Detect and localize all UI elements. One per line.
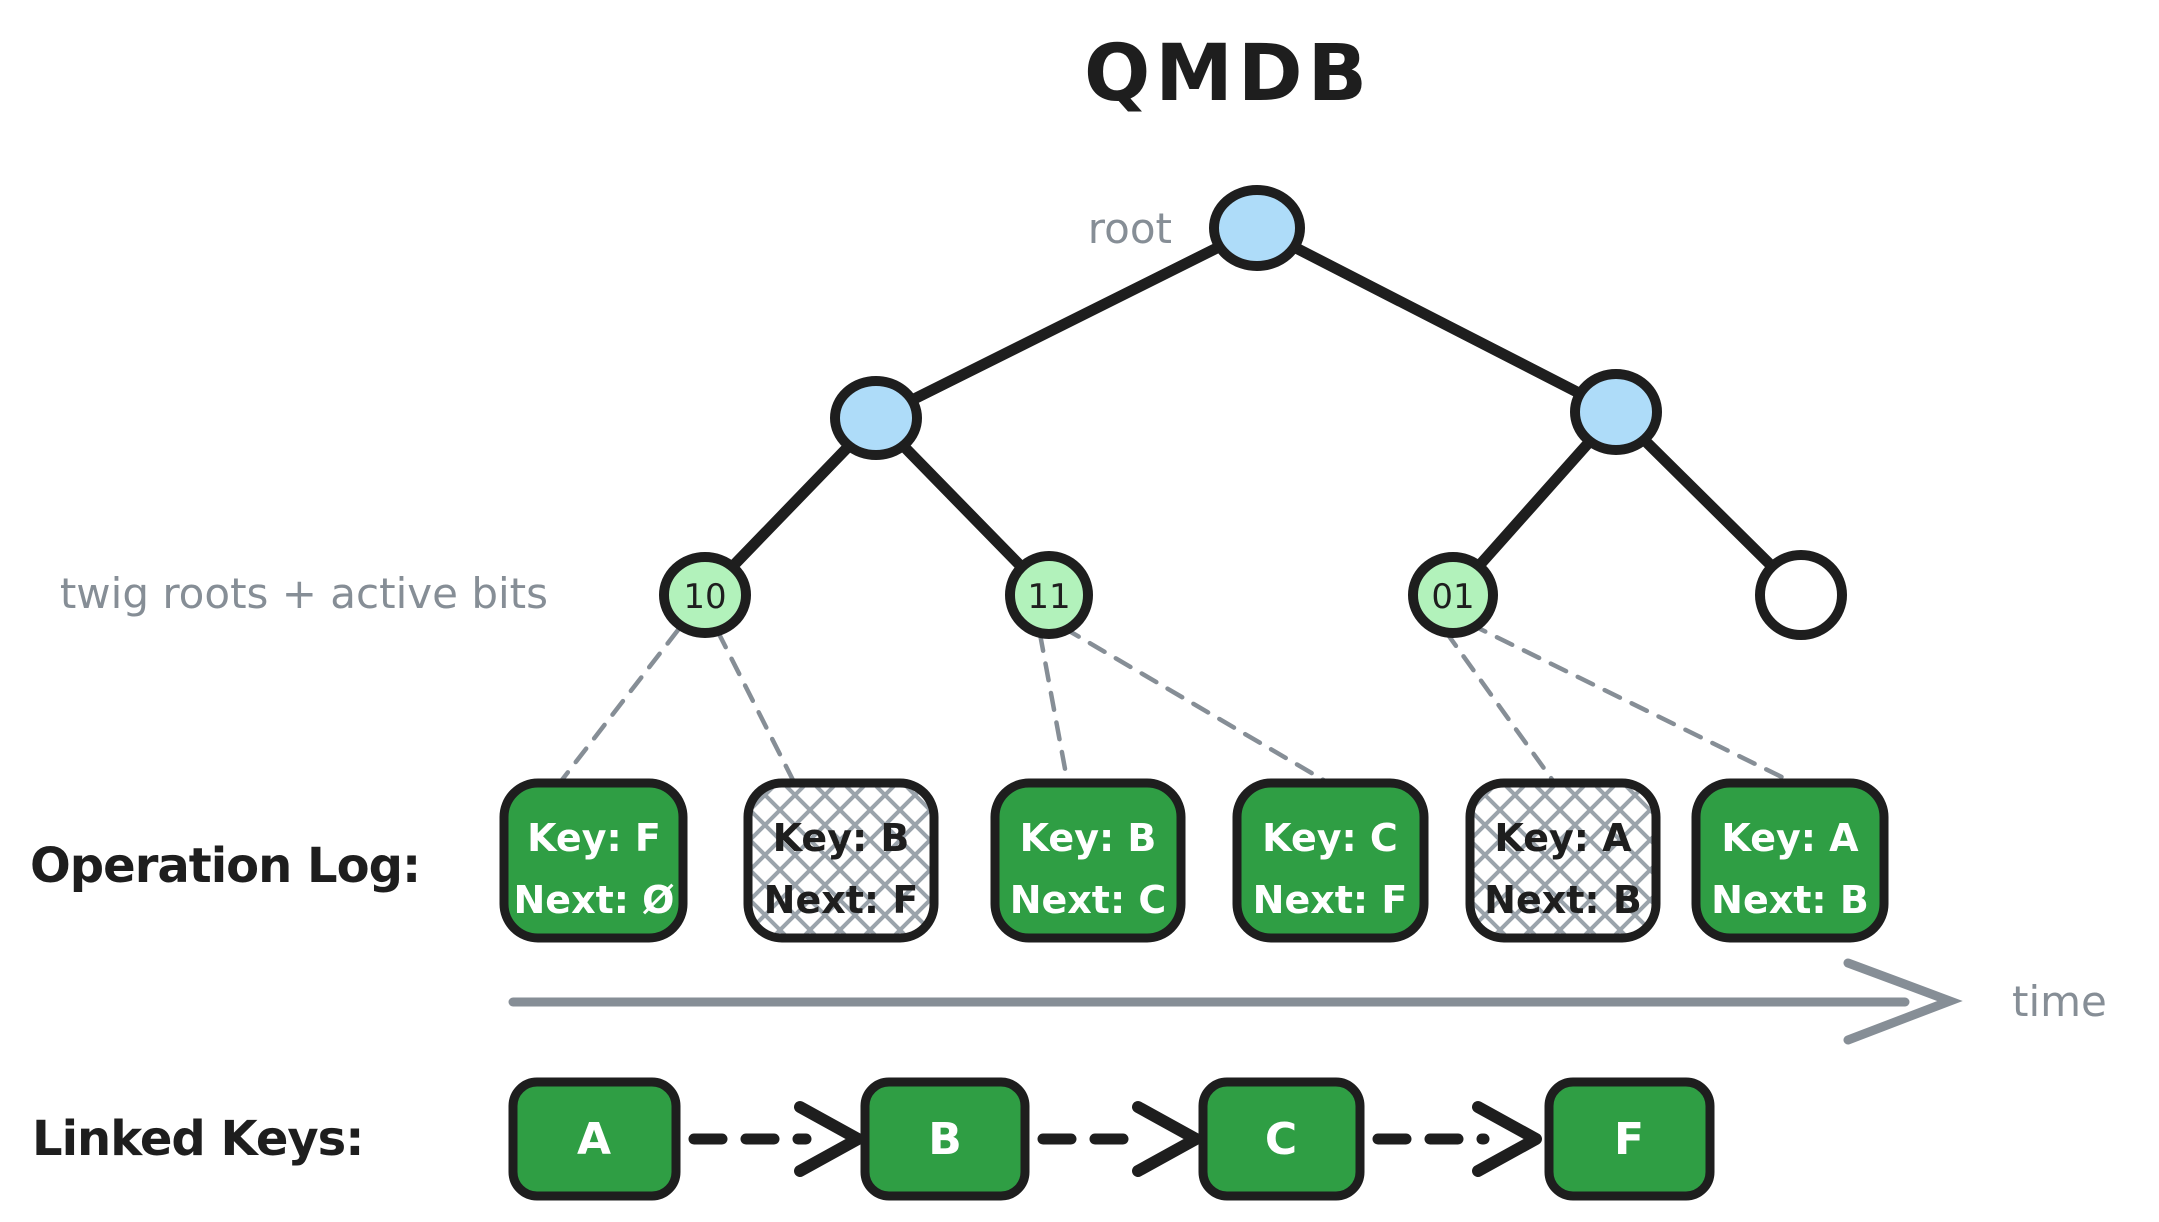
twig-connector xyxy=(555,627,681,788)
linked-keys-chain: A B C F xyxy=(508,1077,1715,1201)
twig-connector xyxy=(1037,631,1071,788)
twig-connector xyxy=(1467,621,1801,788)
op-entry-box xyxy=(499,778,688,943)
linked-key-letter: F xyxy=(1614,1114,1644,1165)
op-entry-next: Next: C xyxy=(1010,878,1167,922)
linked-key-box xyxy=(508,1077,681,1201)
operation-log-label: Operation Log: xyxy=(30,838,420,894)
linked-key-node: B xyxy=(860,1077,1030,1201)
op-entry-box xyxy=(990,778,1186,943)
op-entry-next: Next: B xyxy=(1484,878,1642,922)
linked-key-node: C xyxy=(1198,1077,1365,1201)
twig-connectors xyxy=(555,621,1801,793)
link-arrow-head xyxy=(1132,1101,1202,1177)
op-entry-box xyxy=(743,778,939,943)
op-entry-key: Key: C xyxy=(1262,816,1398,860)
twig-node-10 xyxy=(659,552,751,638)
root-node xyxy=(1209,185,1305,271)
link-arrow-head xyxy=(794,1101,864,1177)
link-arrow xyxy=(688,1101,864,1177)
op-entry-next: Next: Ø xyxy=(514,878,675,922)
time-axis-arrowhead xyxy=(1843,958,1963,1045)
page-title: QMDB xyxy=(1084,29,1372,119)
op-entry-key: Key: A xyxy=(1494,816,1632,860)
root-label: root xyxy=(1088,204,1172,253)
op-entry-key: Key: B xyxy=(1020,816,1157,860)
internal-node-right xyxy=(1570,369,1662,455)
op-entry-key: Key: B xyxy=(773,816,910,860)
op-entry-next: Next: F xyxy=(764,878,919,922)
op-entry-next: Next: B xyxy=(1711,878,1869,922)
linked-key-node: F xyxy=(1544,1077,1715,1201)
linked-keys-label: Linked Keys: xyxy=(32,1111,363,1167)
op-entry-box xyxy=(1691,778,1889,943)
internal-node-left xyxy=(830,376,922,460)
twig-roots-label: twig roots + active bits xyxy=(60,569,548,618)
twig-bits-label: 11 xyxy=(1027,577,1070,617)
linked-key-box xyxy=(1544,1077,1715,1201)
twig-connector xyxy=(1443,629,1559,788)
op-log-entry: Key: C Next: F xyxy=(1232,778,1429,943)
op-entry-key: Key: A xyxy=(1721,816,1859,860)
op-log-entry: Key: B Next: F xyxy=(743,778,939,943)
link-arrow xyxy=(1372,1101,1542,1177)
twig-connector xyxy=(715,629,801,793)
crosshatch-fill xyxy=(748,783,934,938)
op-entry-key: Key: F xyxy=(527,816,661,860)
twig-node-01 xyxy=(1408,552,1498,638)
tree-nodes: 10 11 01 xyxy=(659,185,1847,640)
link-arrow xyxy=(1037,1101,1202,1177)
op-log-entry: Key: A Next: B xyxy=(1465,778,1661,943)
twig-bits-label: 01 xyxy=(1431,577,1474,617)
empty-leaf-node xyxy=(1755,550,1847,640)
time-axis: time xyxy=(508,958,2107,1045)
linked-key-box xyxy=(1198,1077,1365,1201)
operation-log-entries: Key: F Next: Ø Key: B Next: F Key: B Nex… xyxy=(499,778,1889,943)
op-log-entry: Key: A Next: B xyxy=(1691,778,1889,943)
tree-edge xyxy=(870,222,1263,424)
op-entry-box xyxy=(1465,778,1661,943)
linked-key-letter: C xyxy=(1265,1114,1297,1165)
tree-edge xyxy=(1251,222,1622,418)
op-entry-box xyxy=(1232,778,1429,943)
twig-connector xyxy=(1061,625,1335,788)
time-label: time xyxy=(2012,977,2107,1026)
twig-node-11 xyxy=(1005,551,1093,639)
op-log-entry: Key: F Next: Ø xyxy=(499,778,688,943)
linked-key-box xyxy=(860,1077,1030,1201)
linked-key-letter: B xyxy=(928,1114,962,1165)
op-log-entry: Key: B Next: C xyxy=(990,778,1186,943)
linked-key-letter: A xyxy=(577,1114,611,1165)
link-arrow-head xyxy=(1472,1101,1542,1177)
crosshatch-fill xyxy=(1470,783,1656,938)
twig-bits-label: 10 xyxy=(683,577,726,617)
linked-key-node: A xyxy=(508,1077,681,1201)
op-entry-next: Next: F xyxy=(1253,878,1408,922)
